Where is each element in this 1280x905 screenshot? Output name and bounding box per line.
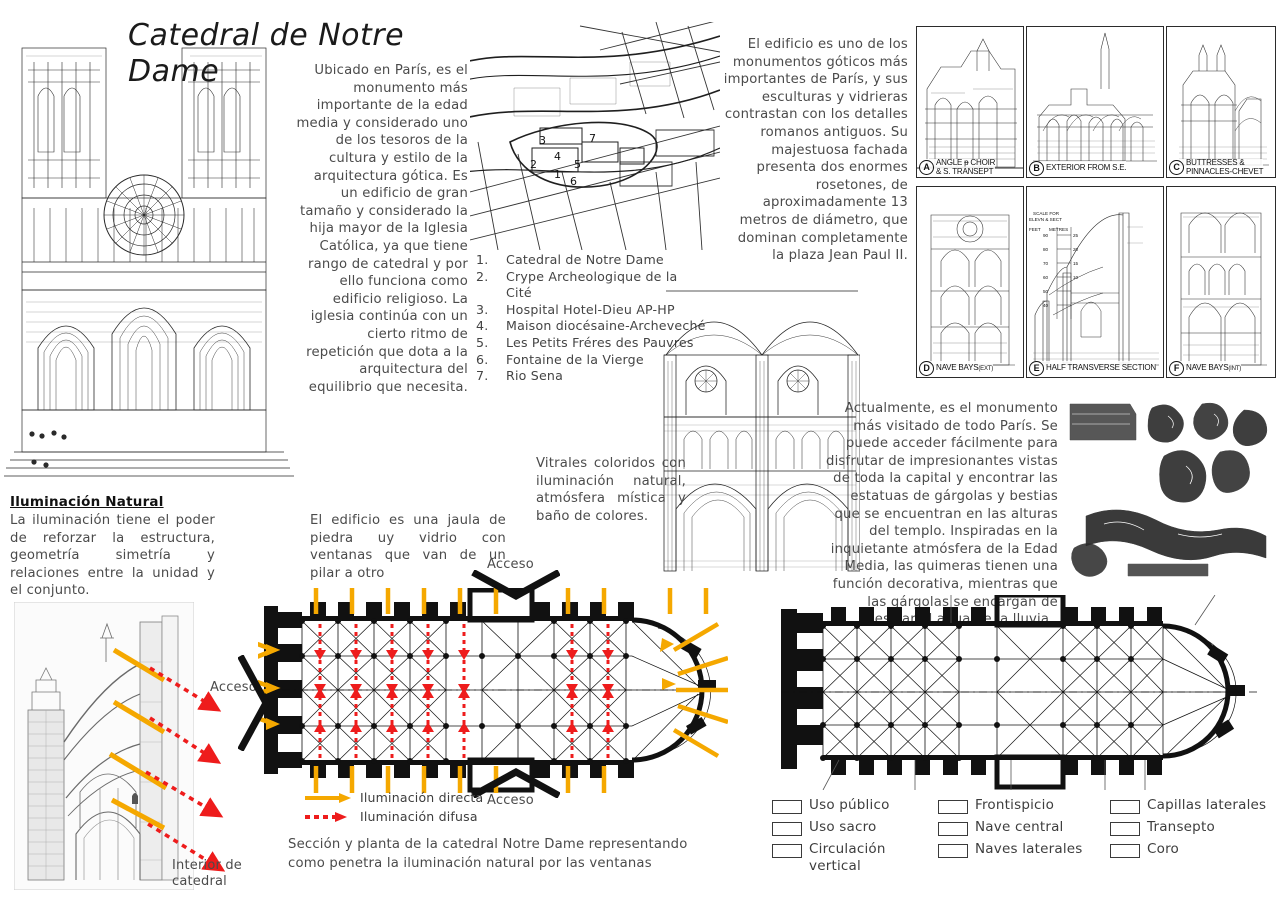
legend-item: Coro: [1110, 841, 1270, 858]
acceso-label-top: Acceso: [487, 557, 534, 572]
list-item: 5.Les Petits Fréres des Pauvres: [476, 334, 694, 350]
svg-text:FEET: FEET: [1029, 227, 1041, 232]
legend-item: Frontispicio: [938, 797, 1110, 814]
legend-swatch: [1110, 800, 1140, 814]
list-item: 6.Fontaine de la Vierge: [476, 351, 644, 367]
site-map-legend: 1.Catedral de Notre Dame 2.Crype Archeol…: [476, 252, 706, 385]
buttress-section-photo: [14, 602, 194, 890]
list-item: 4.Maison diocésaine-Archeveché: [476, 318, 706, 334]
site-marker-5: 5: [574, 158, 581, 171]
site-marker-2: 2: [530, 158, 537, 171]
acceso-chevron-top: [471, 570, 560, 600]
west-facade-sketch: [4, 10, 304, 490]
plan-legend-col-2: Frontispicio Nave central Naves laterale…: [938, 797, 1110, 875]
interior-photo-caption: Interior de catedral: [172, 858, 243, 889]
plate-f-nave-bays-int: F NAVE BAYS(INT): [1166, 186, 1276, 378]
plate-c-label: C BUTTRESSES &PINNACLES-CHEVET: [1169, 158, 1263, 176]
plate-c-buttresses-pinnacles: C BUTTRESSES &PINNACLES-CHEVET: [1166, 26, 1276, 178]
svg-text:ELEVN & SECT: ELEVN & SECT: [1029, 217, 1062, 222]
legend-item: Naves laterales: [938, 841, 1110, 858]
svg-text:60: 60: [1043, 275, 1049, 280]
legend-direct: Iluminación directa: [305, 789, 483, 806]
legend-swatch: [772, 844, 802, 858]
legend-swatch: [938, 822, 968, 836]
gargoyle-images: [1068, 398, 1274, 584]
direct-light-arrow: [108, 647, 168, 831]
legend-swatch: [1110, 844, 1140, 858]
site-marker-3: 3: [539, 134, 546, 147]
page-title: Catedral de Notre Dame: [128, 18, 405, 89]
legend-item: Uso sacro: [772, 819, 938, 836]
plate-b-exterior-se: B EXTERIOR FROM S.E.: [1026, 26, 1164, 178]
gothic-text: El edificio es uno de los monumentos gót…: [723, 37, 908, 264]
svg-text:50: 50: [1043, 289, 1049, 294]
plate-a-label: A ANGLE ᵽ CHOIR& S. TRANSEPT: [919, 158, 995, 176]
site-marker-1: 1: [554, 168, 561, 181]
light-arrow-legend: Iluminación directa Iluminación difusa: [305, 789, 483, 827]
acceso-label-bottom: Acceso: [487, 793, 534, 808]
intro-text: Ubicado en París, es el monumento más im…: [296, 63, 468, 395]
diffuse-light-arrows-left: [145, 666, 226, 872]
legend-item: Nave central: [938, 819, 1110, 836]
svg-text:15: 15: [1073, 261, 1079, 266]
floor-plan-zoning: [775, 595, 1265, 790]
cage-text: El edificio es una jaula de piedra uy vi…: [310, 513, 506, 581]
acceso-chevron-left: [238, 655, 270, 751]
list-item: 1.Catedral de Notre Dame: [476, 252, 664, 267]
direct-light-arrow-icon: [305, 792, 351, 803]
acceso-label-left: Acceso: [210, 680, 257, 695]
plan-legend-col-1: Uso público Uso sacro Circulación vertic…: [772, 797, 938, 875]
legend-swatch: [772, 800, 802, 814]
svg-text:40: 40: [1043, 303, 1049, 308]
plan-legend: Uso público Uso sacro Circulación vertic…: [772, 797, 1270, 875]
svg-text:80: 80: [1043, 247, 1049, 252]
svg-text:70: 70: [1043, 261, 1049, 266]
legend-swatch: [772, 822, 802, 836]
legend-swatch: [938, 800, 968, 814]
site-map: 3 4 2 1 5 6 7: [470, 22, 720, 250]
site-marker-4: 4: [554, 150, 561, 163]
plate-b-label: B EXTERIOR FROM S.E.: [1029, 161, 1127, 176]
svg-text:25: 25: [1073, 233, 1079, 238]
list-item: 7.Rio Sena: [476, 368, 563, 384]
legend-diffuse: Iluminación difusa: [305, 808, 483, 825]
plan-caption: Sección y planta de la catedral Notre Da…: [288, 837, 688, 871]
diffuse-light-arrows-plan: [314, 624, 614, 758]
plan-legend-col-3: Capillas laterales Transepto Coro: [1110, 797, 1270, 875]
legend-swatch: [1110, 822, 1140, 836]
svg-text:90: 90: [1043, 233, 1049, 238]
acceso-chevron-bottom: [471, 768, 560, 798]
plate-f-label: F NAVE BAYS(INT): [1169, 361, 1241, 376]
legend-item: Transepto: [1110, 819, 1270, 836]
svg-text:SCALE FOR: SCALE FOR: [1033, 211, 1060, 216]
legend-item: Capillas laterales: [1110, 797, 1270, 814]
plate-e-label: E HALF TRANSVERSE SECTION: [1029, 361, 1156, 376]
illumination-heading: Iluminación Natural: [10, 494, 164, 510]
interior-elevation-sketch: [660, 285, 860, 575]
site-marker-6: 6: [570, 175, 577, 188]
vitrales-text: Vitrales coloridos con iluminación natur…: [536, 456, 686, 524]
floor-plan-light-analysis: [258, 588, 728, 793]
plate-d-nave-bays-ext: D NAVE BAYS(EXT): [916, 186, 1024, 378]
legend-item: Circulación vertical: [772, 841, 938, 875]
site-marker-7: 7: [589, 132, 596, 145]
plate-a-angle-choir: A ANGLE ᵽ CHOIR& S. TRANSEPT: [916, 26, 1024, 178]
svg-text:10: 10: [1073, 275, 1079, 280]
list-item: 3.Hospital Hotel-Dieu AP-HP: [476, 301, 675, 317]
direct-light-arrowheads: [266, 638, 676, 730]
svg-text:20: 20: [1073, 247, 1079, 252]
direct-light-arrows-plan: [258, 588, 728, 793]
diffuse-light-arrow-icon: [305, 811, 347, 822]
legend-swatch: [938, 844, 968, 858]
illumination-text: La iluminación tiene el poder de reforza…: [10, 513, 215, 599]
list-item: 2.Crype Archeologique de la Cité: [476, 268, 678, 301]
svg-text:METRES: METRES: [1049, 227, 1068, 232]
plate-d-label: D NAVE BAYS(EXT): [919, 361, 993, 376]
legend-item: Uso público: [772, 797, 938, 814]
